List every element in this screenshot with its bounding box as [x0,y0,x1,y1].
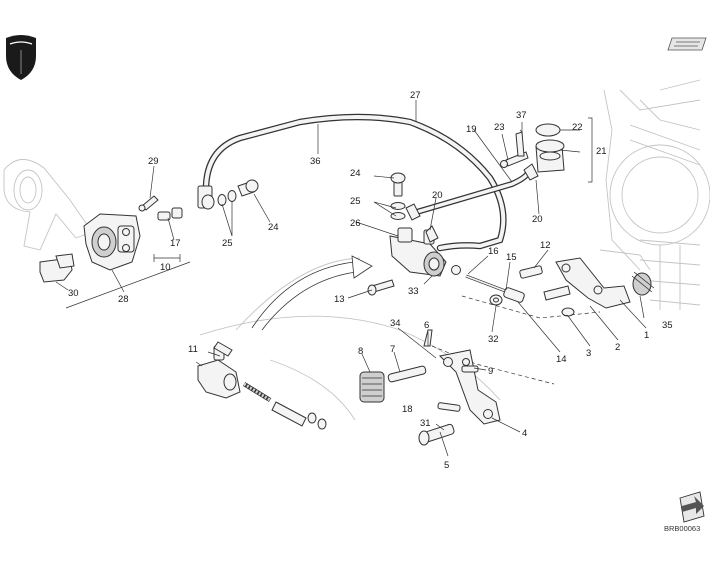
brake-lever-linkage [519,257,655,317]
rear-brake-caliper [83,213,141,271]
callout-37: 37 [516,110,527,121]
callout-26: 26 [350,218,361,229]
leader-lines [55,100,647,457]
brake-light-switch [197,341,327,430]
callout-20-lower: 20 [532,214,543,225]
callout-28: 28 [118,294,129,305]
callout-27: 27 [410,90,421,101]
hose-banjo-left [197,179,259,210]
callout-32: 32 [488,334,499,345]
master-cylinder-banjo-bolt-24 [390,172,406,220]
ducati-logo-icon [6,35,36,80]
screw-13 [367,279,395,296]
bolt-31-5 [418,423,455,446]
callout-29: 29 [148,156,159,167]
rear-hanger-outline [3,159,93,251]
callout-36: 36 [310,156,321,167]
callout-33: 33 [408,286,419,297]
callout-11: 11 [188,344,198,355]
pivot-axis-line-2 [431,345,555,385]
rear-master-cylinder [389,227,461,277]
callout-3: 3 [586,348,591,359]
pad-pin-10 [157,207,183,221]
callout-8: 8 [358,346,363,357]
callout-19: 19 [466,124,477,135]
callout-2: 2 [615,342,620,353]
caliper-bleeder-29 [138,195,159,212]
callout-9: 9 [488,366,493,377]
callout-7: 7 [390,344,395,355]
callout-17: 17 [170,238,181,249]
softway-logo-icon [667,37,707,51]
callout-4: 4 [522,428,527,439]
callout-25-lower: 25 [222,238,233,249]
callout-34: 34 [390,318,401,329]
callout-12: 12 [540,240,551,251]
hose-fitting-20 [405,163,539,243]
callout-31: 31 [420,418,431,429]
brake-pads-30 [39,253,75,283]
callout-16: 16 [488,246,499,257]
callout-21: 21 [596,146,607,157]
footpeg-bracket [438,349,501,425]
footpeg-rubber-8 [359,371,385,403]
callout-22: 22 [572,122,583,133]
callout-20-upper: 20 [432,190,443,201]
callout-1: 1 [644,330,649,341]
callout-14: 14 [556,354,567,365]
bolt-18 [437,402,461,412]
callout-23: 23 [494,122,505,133]
callout-5: 5 [444,460,449,471]
body-outline [199,257,501,421]
callout-labels: 1 2 3 4 5 6 7 8 9 10 11 12 13 14 15 16 1… [68,90,673,471]
footpeg-pin-7 [387,365,427,383]
diagram-code: BRB00063 [664,524,700,533]
brake-fluid-reservoir [500,123,565,173]
callout-13: 13 [334,294,345,305]
callout-25-upper: 25 [350,196,361,207]
page-turn-icon [679,491,705,523]
bolt-9 [461,365,479,373]
callout-6: 6 [424,320,429,331]
assembly-direction-arrow [251,255,373,331]
pushrod-assembly [465,274,525,306]
callout-24-upper: 24 [350,168,361,179]
callout-24-lower: 24 [268,222,279,233]
callout-10: 10 [160,262,171,273]
callout-18: 18 [402,404,413,415]
callout-30: 30 [68,288,79,299]
callout-35: 35 [662,320,673,331]
pivot-axis-line [461,295,601,319]
frame-background-outline [599,79,710,310]
callout-15: 15 [506,252,517,263]
